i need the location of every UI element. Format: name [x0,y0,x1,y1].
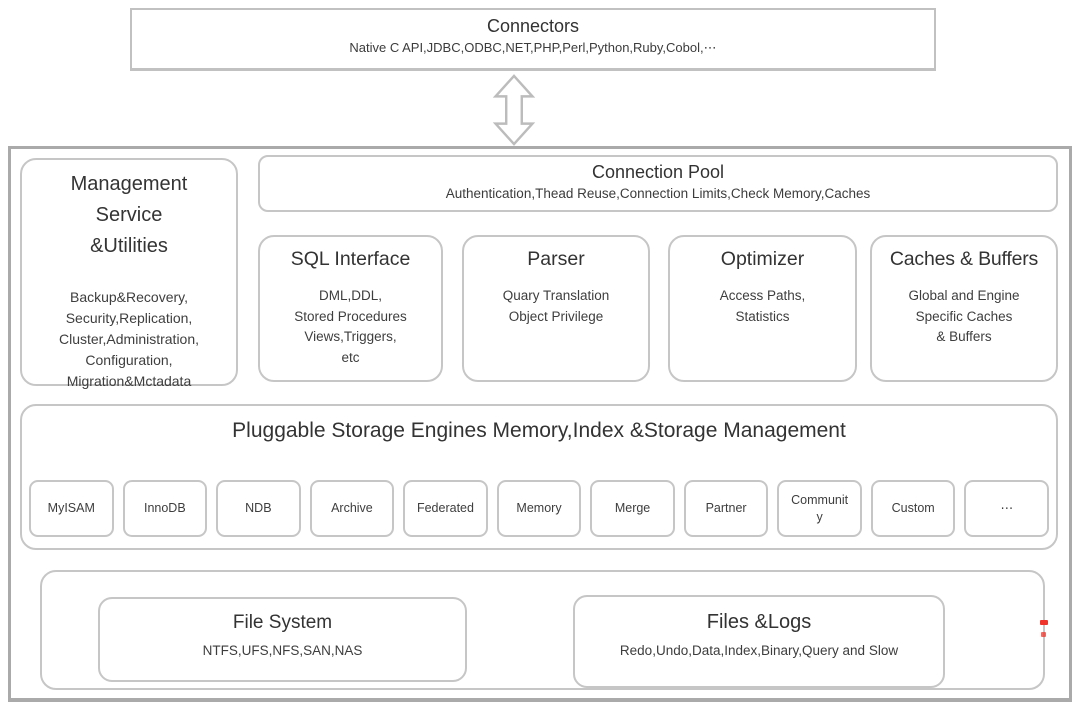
file-system-title: File System [232,612,333,633]
engine-merge: Merge [590,480,675,537]
parser-title: Parser [527,248,585,270]
engine-archive: Archive [309,480,395,537]
engine-innodb: InnoDB [122,480,208,537]
bidirectional-arrow-icon [492,74,536,146]
file-system-box: File System NTFS,UFS,NFS,SAN,NAS [98,597,467,682]
engine-myisam: MyISAM [29,480,114,537]
optimizer-title: Optimizer [720,248,805,270]
server-layer-container: Management Service &Utilities Backup&Rec… [8,146,1072,702]
engine-federated: Federated [403,480,488,537]
red-artifact-mark [1041,632,1046,637]
sql-interface-box: SQL Interface DML,DDL, Stored Procedures… [258,235,443,382]
red-artifact-mark [1040,620,1048,625]
engine-custom: Custom [870,480,956,537]
connection-pool-subtitle: Authentication,Thead Reuse,Connection Li… [445,186,871,201]
connection-pool-title: Connection Pool [591,162,725,182]
management-services-title: Management Service &Utilities [70,173,188,257]
parser-box: Parser Quary Translation Object Privileg… [462,235,650,382]
caches-buffers-box: Caches & Buffers Global and Engine Speci… [870,235,1058,382]
files-logs-title: Files &Logs [706,611,812,633]
engine-ndb: NDB [216,480,301,537]
storage-engines-title: Pluggable Storage Engines Memory,Index &… [232,419,846,442]
storage-engines-row: MyISAM InnoDB NDB Archive Federated Memo… [29,480,1050,537]
sql-interface-title: SQL Interface [290,248,411,270]
files-logs-box: Files &Logs Redo,Undo,Data,Index,Binary,… [573,595,945,688]
storage-engines-box: Pluggable Storage Engines Memory,Index &… [20,404,1058,550]
parser-items: Quary Translation Object Privilege [502,288,610,324]
sql-interface-items: DML,DDL, Stored Procedures Views,Trigger… [294,288,407,365]
optimizer-box: Optimizer Access Paths, Statistics [668,235,857,382]
connection-pool-box: Connection Pool Authentication,Thead Reu… [258,155,1058,212]
engine-community: Community [777,480,862,537]
engine-memory: Memory [496,480,582,537]
filesystem-section-box: File System NTFS,UFS,NFS,SAN,NAS Files &… [40,570,1045,690]
caches-buffers-title: Caches & Buffers [889,248,1039,270]
connectors-subtitle: Native C API,JDBC,ODBC,NET,PHP,Perl,Pyth… [349,40,717,55]
optimizer-items: Access Paths, Statistics [719,288,806,324]
management-services-box: Management Service &Utilities Backup&Rec… [20,158,238,389]
caches-buffers-items: Global and Engine Specific Caches & Buff… [908,288,1020,344]
engine-ellipsis: ⋯ [964,480,1050,537]
connectors-box: Connectors Native C API,JDBC,ODBC,NET,PH… [130,8,936,71]
engine-partner: Partner [683,480,769,537]
file-system-subtitle: NTFS,UFS,NFS,SAN,NAS [202,643,363,658]
management-services-items: Backup&Recovery, Security,Replication, C… [58,289,200,389]
files-logs-subtitle: Redo,Undo,Data,Index,Binary,Query and Sl… [619,643,899,658]
connectors-title: Connectors [486,16,580,36]
